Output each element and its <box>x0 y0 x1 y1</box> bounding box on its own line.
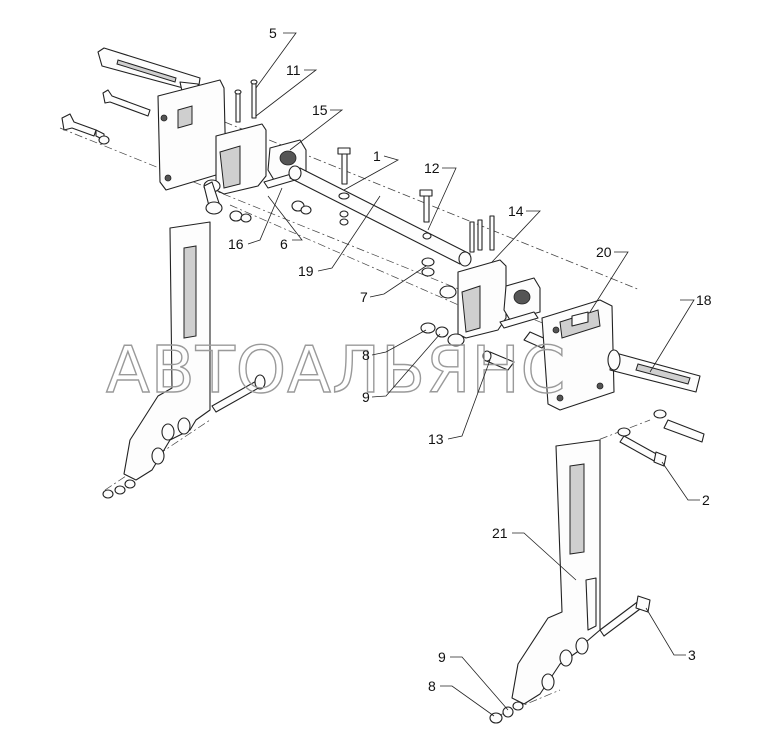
callout-2: 2 <box>702 492 710 508</box>
clamp-right <box>499 277 541 329</box>
slotted-bracket-18 <box>607 349 701 393</box>
sleeve-13 <box>482 331 549 371</box>
callout-15: 15 <box>312 102 328 118</box>
callout-6: 6 <box>280 236 288 252</box>
bolt-1 <box>337 147 433 240</box>
bolt-5 <box>234 79 258 123</box>
left-long-bolt-lower <box>61 113 110 145</box>
nuts-8-9-bottom <box>489 701 524 724</box>
bolt-2 <box>617 409 705 467</box>
callout-12: 12 <box>424 160 440 176</box>
watermark-text: АВТОАЛЬЯНС <box>106 334 566 408</box>
callout-18: 18 <box>696 292 712 308</box>
callout-9-center: 9 <box>362 389 370 405</box>
shaft-19 <box>288 165 472 267</box>
bolt-3 <box>599 595 651 637</box>
callout-9-bottom: 9 <box>438 649 446 665</box>
leader-lines <box>247 32 700 717</box>
support-arm-21 <box>511 439 601 705</box>
callout-16: 16 <box>228 236 244 252</box>
callout-14: 14 <box>508 203 524 219</box>
left-arm-nuts <box>102 479 136 499</box>
bracket-14 <box>439 215 507 347</box>
callout-19: 19 <box>298 263 314 279</box>
clamp-15 <box>263 139 312 215</box>
callout-21: 21 <box>492 525 508 541</box>
callout-1: 1 <box>373 148 381 164</box>
callout-5: 5 <box>269 25 277 41</box>
callout-labels: 5 11 15 1 12 14 20 18 16 6 19 7 8 9 13 2… <box>228 25 712 694</box>
callout-11: 11 <box>286 62 301 78</box>
left-support-arm <box>123 221 211 481</box>
callout-8-center: 8 <box>362 347 370 363</box>
plate-20 <box>541 299 615 411</box>
callout-7: 7 <box>360 289 368 305</box>
bracket-16 <box>203 123 267 223</box>
callout-20: 20 <box>596 244 612 260</box>
left-long-bolt-upper <box>102 89 151 117</box>
callout-3: 3 <box>688 647 696 663</box>
callout-13: 13 <box>428 431 444 447</box>
callout-8-bottom: 8 <box>428 678 436 694</box>
nut-7 <box>421 257 435 277</box>
left-arm-bolt <box>211 374 266 413</box>
